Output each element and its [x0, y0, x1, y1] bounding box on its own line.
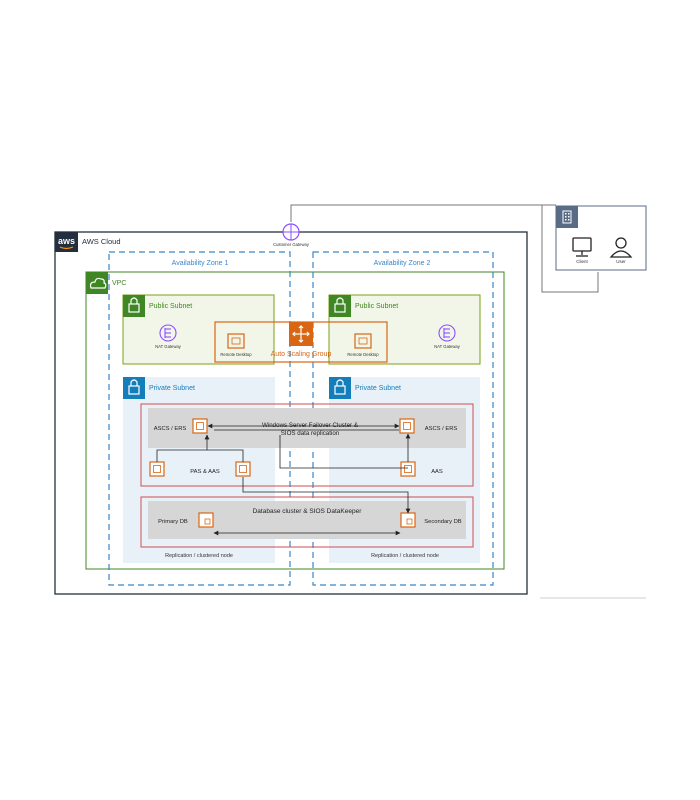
nat-gateway-icon — [159, 324, 177, 342]
aas-right-crosslink — [279, 435, 408, 469]
database-red-border — [140, 496, 474, 548]
vpc-label: VPC — [112, 280, 126, 287]
pas-to-ascs-arrow — [156, 434, 210, 462]
connector-arrows — [156, 423, 411, 536]
aas-left-to-ascs-line — [207, 449, 244, 462]
corporate-data-center: Client User — [555, 205, 647, 271]
app-to-db-arrow — [242, 477, 411, 514]
availability-zone-2 — [312, 251, 494, 586]
nat-gateway-icon — [438, 324, 456, 342]
public-subnet-1-box — [122, 294, 275, 365]
ascs-left-chip-icon — [192, 418, 208, 434]
private-subnet-1-label: Private Subnet — [149, 385, 195, 392]
availability-zones: Availability Zone 1 Availability Zone 2 — [108, 251, 494, 586]
building-icon — [562, 210, 572, 224]
vpc-border — [85, 271, 505, 570]
ascs-right-chip-icon — [399, 418, 415, 434]
corporate-building-icon — [556, 206, 578, 228]
public-subnet-2-label: Public Subnet — [355, 303, 398, 310]
secondary-db-label: Secondary DB — [424, 519, 462, 525]
aas-label: AAS — [431, 469, 443, 475]
user-label: User — [616, 259, 626, 264]
remote-desktop-1-icon — [227, 333, 245, 349]
public-subnet-2-box — [328, 294, 481, 365]
secondary-db-icon — [400, 512, 416, 528]
customer-gateway: Customer Gateway — [273, 223, 310, 247]
cluster-title-line2: SIOS data replication — [281, 430, 340, 437]
pas-chip-icon — [149, 461, 165, 477]
client-label: Client — [576, 259, 588, 264]
vpc-cloud-glyph — [89, 277, 107, 289]
auto-scaling-label: Auto Scaling Group — [271, 351, 332, 358]
aws-cloud-label: AWS Cloud — [82, 237, 121, 246]
pas-aas-label: PAS & AAS — [190, 469, 220, 475]
remote-desktop-2-icon — [354, 333, 372, 349]
user-icon — [609, 237, 633, 258]
replication-2-label: Replication / clustered node — [371, 553, 439, 559]
ascs-ers-left-label: ASCS / ERS — [154, 426, 187, 432]
vpc: VPC — [85, 271, 505, 570]
nat-gateway-1-label: NAT Gateway — [155, 344, 182, 349]
aas-left-chip-icon — [235, 461, 251, 477]
database-cluster: Database cluster & SIOS DataKeeper Prima… — [140, 496, 474, 548]
aas-right-chip-icon — [400, 461, 416, 477]
replication-1-label: Replication / clustered node — [165, 553, 233, 559]
cluster-title-line1: Windows Server Failover Cluster & — [262, 422, 359, 429]
remote-desktop-1-label: Remote Desktop — [220, 352, 252, 357]
cluster-red-border — [140, 403, 474, 487]
client-computer-icon — [572, 237, 592, 257]
connection-line-outer — [290, 204, 599, 293]
private-subnet-2-label: Private Subnet — [355, 385, 401, 392]
database-title: Database cluster & SIOS DataKeeper — [253, 508, 363, 515]
primary-db-label: Primary DB — [158, 519, 188, 525]
auto-scaling-group: Auto Scaling Group Remote Desktop Remote… — [214, 321, 388, 363]
gateway-connections — [290, 204, 646, 599]
az2-label: Availability Zone 2 — [374, 260, 431, 267]
aws-logo-text: aws — [58, 236, 75, 246]
aws-smile-icon — [59, 246, 74, 250]
remote-desktop-2-label: Remote Desktop — [347, 352, 379, 357]
public-subnet-1: Public Subnet NAT Gateway — [122, 294, 275, 365]
ascs-ers-right-label: ASCS / ERS — [425, 426, 458, 432]
public-subnet-2: Public Subnet NAT Gateway — [328, 294, 481, 365]
availability-zone-1 — [108, 251, 291, 586]
public-subnet-1-label: Public Subnet — [149, 303, 192, 310]
nat-gateway-2-label: NAT Gateway — [434, 344, 461, 349]
customer-gateway-label: Customer Gateway — [273, 242, 310, 247]
primary-db-icon — [198, 512, 214, 528]
az1-label: Availability Zone 1 — [172, 260, 229, 267]
